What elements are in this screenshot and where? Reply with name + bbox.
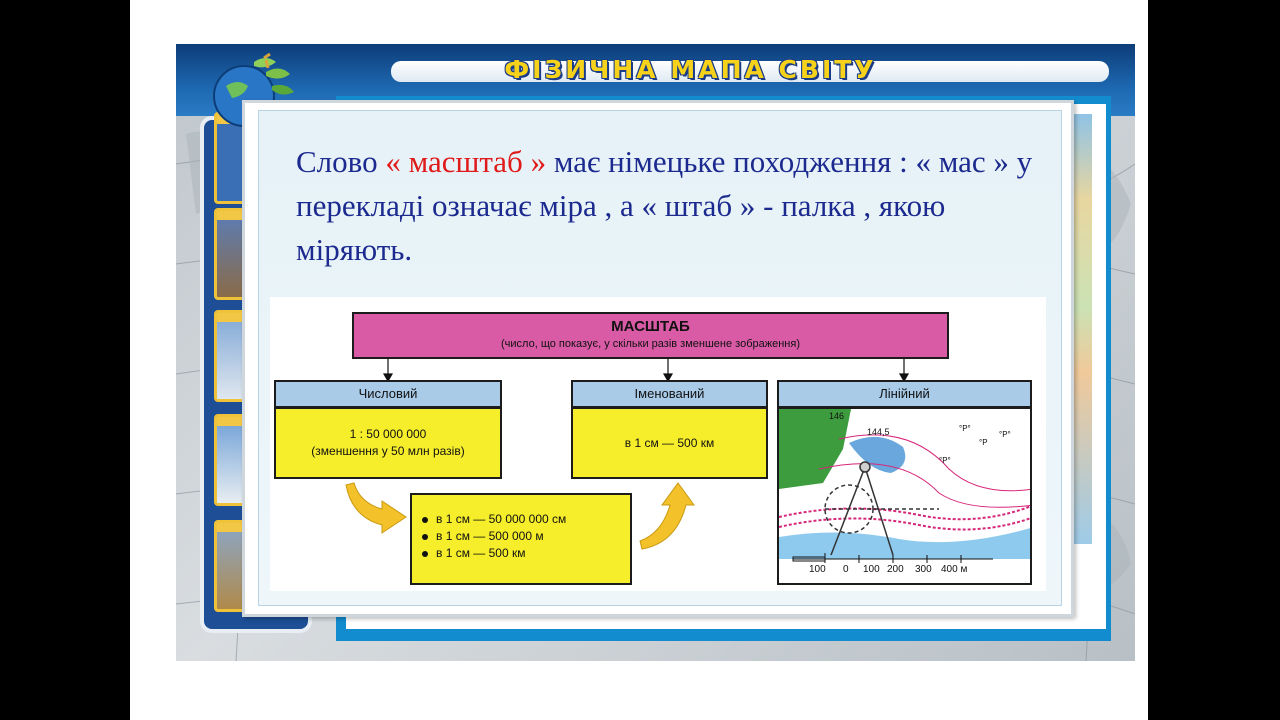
numeric-value-box: 1 : 50 000 000 (зменшення у 50 млн разів…: [274, 407, 502, 479]
conversion-list: в 1 см — 50 000 000 см в 1 см — 500 000 …: [410, 493, 632, 585]
ruler-label: 100: [863, 564, 880, 575]
intro-term: « масштаб »: [385, 144, 547, 179]
slide: ФІЗИЧНА МАПА СВІТУ Слово « масштаб » має…: [176, 44, 1135, 661]
letterbox-right: [1148, 0, 1280, 720]
ruler-label: 400 м: [941, 564, 968, 575]
svg-text:°P°: °P°: [939, 456, 951, 465]
linear-ruler: 100 0 100 200 300 400 м: [779, 559, 1030, 579]
slide-title: ФІЗИЧНА МАПА СВІТУ: [504, 55, 877, 84]
elevation-label-1: 146: [829, 411, 845, 421]
svg-text:°P°: °P°: [959, 424, 971, 433]
diagram-connectors: [345, 359, 910, 550]
linear-header: Лінійний: [777, 380, 1032, 408]
ruler-label: 0: [843, 564, 849, 575]
svg-text:°P: °P: [979, 438, 988, 447]
named-header: Іменований: [571, 380, 768, 408]
scale-diagram: МАСШТАБ (число, що показує, у скільки ра…: [270, 297, 1046, 591]
intro-text-1: Слово: [296, 144, 386, 179]
numeric-note: (зменшення у 50 млн разів): [311, 444, 465, 458]
elevation-label-2: 144,5: [867, 427, 890, 437]
map-edge-strip: [1072, 114, 1092, 544]
scale-title: МАСШТАБ: [611, 318, 690, 335]
linear-scale-map: °P°°P°P°°P° 14: [777, 407, 1032, 585]
title-pill: [391, 61, 1109, 82]
list-item: в 1 см — 500 000 м: [422, 528, 630, 545]
list-item: в 1 см — 50 000 000 см: [422, 511, 630, 528]
numeric-header: Числовий: [274, 380, 502, 408]
list-item: в 1 см — 500 км: [422, 545, 630, 562]
numeric-ratio: 1 : 50 000 000: [349, 427, 427, 441]
intro-paragraph: Слово « масштаб » має німецьке походженн…: [296, 140, 1036, 272]
scale-subtitle: (число, що показує, у скільки разів змен…: [501, 338, 800, 350]
ruler-label: 200: [887, 564, 904, 575]
topographic-map-image: °P° °P °P° °P°: [779, 409, 1030, 583]
letterbox-left: [0, 0, 130, 720]
scale-definition-box: МАСШТАБ (число, що показує, у скільки ра…: [352, 312, 949, 359]
named-value-box: в 1 см — 500 км: [571, 407, 768, 479]
ruler-label: 100: [809, 564, 826, 575]
ruler-label: 300: [915, 564, 932, 575]
named-value: в 1 см — 500 км: [624, 436, 715, 450]
svg-text:°P°: °P°: [999, 430, 1011, 439]
intro-text-2: має німецьке походження : « мас » у пере…: [296, 144, 1033, 267]
